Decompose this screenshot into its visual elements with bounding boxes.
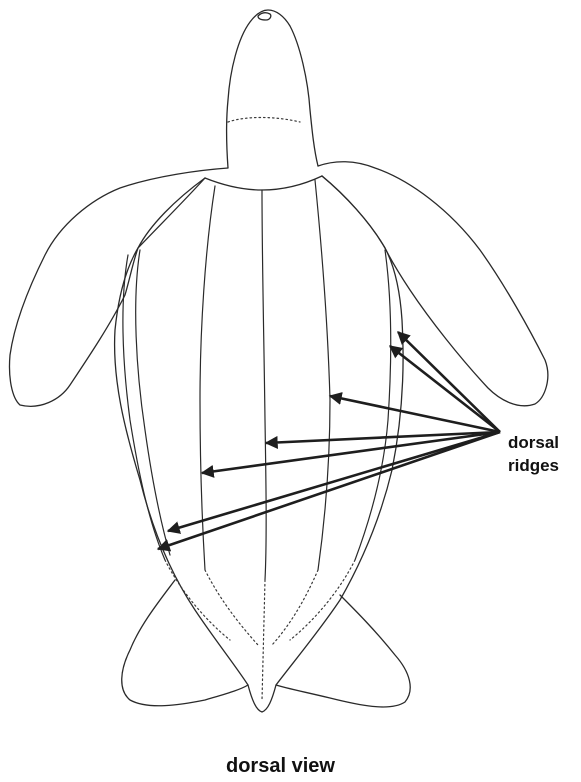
- ridge-left-inner: [200, 186, 215, 570]
- ridge-right-inner-tail: [272, 570, 318, 645]
- ridge-label-line1: dorsal: [508, 433, 559, 452]
- figure-caption: dorsal view: [226, 755, 335, 777]
- ridge-left-lateral-tail: [165, 560, 230, 640]
- ridge-central-tail: [262, 580, 265, 700]
- turtle-collar-line: [205, 176, 322, 190]
- ridge-left-inner-tail: [205, 570, 258, 645]
- arrow-to-lateral-ridge-upper: [398, 332, 500, 432]
- ridge-left-lateral: [123, 255, 165, 560]
- left-rear-flipper: [122, 580, 248, 706]
- turtle-neck-line: [228, 118, 300, 123]
- ridge-label-line2: ridges: [508, 456, 559, 475]
- ridge-right-inner: [315, 180, 330, 570]
- arrow-to-left-outer-ridge: [168, 432, 500, 531]
- carapace-outline: [115, 176, 404, 712]
- ridge-left-outer: [136, 250, 170, 555]
- left-front-flipper: [9, 168, 228, 406]
- arrow-to-right-inner-ridge: [330, 396, 500, 432]
- right-front-flipper: [318, 162, 548, 406]
- ridge-central: [262, 190, 266, 580]
- turtle-head-outline: [227, 10, 319, 168]
- turtle-snout-tip: [258, 13, 271, 20]
- right-rear-flipper: [276, 595, 410, 707]
